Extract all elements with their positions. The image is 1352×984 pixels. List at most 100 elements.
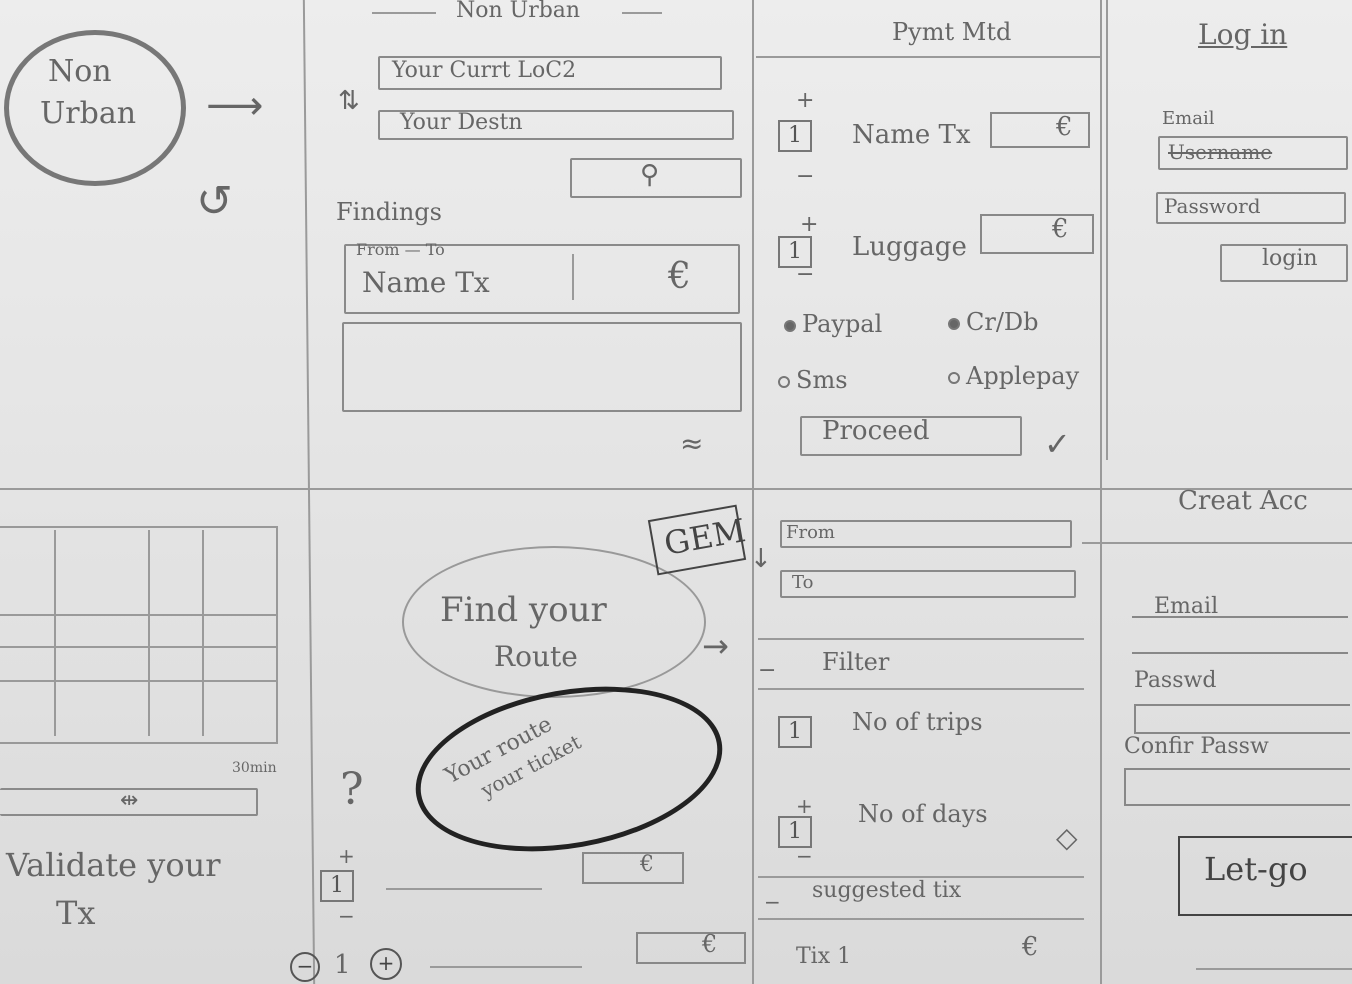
- logo-text: Non: [48, 54, 112, 89]
- page-title: Pymt Mtd: [892, 18, 1012, 46]
- suggested-ticket[interactable]: Tix 1: [796, 944, 852, 969]
- search-button[interactable]: [570, 158, 742, 198]
- validate-text: Validate your: [6, 846, 221, 884]
- divider: [0, 614, 276, 616]
- currency: €: [1056, 112, 1073, 142]
- plus-icon[interactable]: +: [796, 794, 813, 818]
- divider: [0, 646, 276, 648]
- divider: [148, 530, 150, 736]
- divider: [372, 12, 436, 14]
- confirm-password-field[interactable]: [1124, 768, 1350, 806]
- currency: €: [1052, 214, 1069, 244]
- luggage-qty[interactable]: 1: [778, 236, 812, 268]
- result-card[interactable]: [344, 244, 740, 314]
- plus-icon[interactable]: +: [796, 88, 815, 113]
- section-heading: Findings: [336, 198, 442, 226]
- check-icon: ✓: [1044, 425, 1071, 463]
- divider: [758, 688, 1084, 690]
- minus-icon[interactable]: −: [796, 164, 815, 189]
- slider-handle-icon[interactable]: ⇹: [120, 788, 139, 813]
- page-title: Creat Acc: [1178, 486, 1308, 516]
- minus-button[interactable]: −: [290, 952, 320, 982]
- swap-icon[interactable]: ⇅: [338, 86, 360, 116]
- luggage-label: Luggage: [852, 232, 967, 262]
- gem-icon: ◇: [1056, 821, 1078, 854]
- payment-option-card[interactable]: Cr/Db: [948, 308, 1039, 336]
- trips-label: No of trips: [852, 708, 983, 736]
- currency: €: [1022, 932, 1039, 962]
- password-field[interactable]: [1134, 704, 1350, 734]
- divider: [1196, 968, 1352, 970]
- divider: [1106, 0, 1108, 460]
- splash-logo[interactable]: [4, 30, 186, 186]
- proceed-button[interactable]: [800, 416, 1022, 456]
- ticket-label: Name Tx: [852, 120, 971, 150]
- plus-icon[interactable]: +: [338, 844, 355, 868]
- destination-input[interactable]: [378, 110, 734, 140]
- currency: €: [640, 852, 654, 877]
- to-input[interactable]: [780, 570, 1076, 598]
- curved-arrow-icon: ↺: [196, 176, 233, 227]
- quantity[interactable]: 1: [320, 870, 354, 902]
- radio-icon: [778, 376, 790, 388]
- plus-icon[interactable]: +: [800, 212, 819, 237]
- from-input[interactable]: [780, 520, 1072, 548]
- stepper-value: 1: [334, 950, 351, 980]
- submit-button[interactable]: [1178, 836, 1352, 916]
- payment-option-sms[interactable]: Sms: [778, 366, 848, 394]
- luggage-price: [980, 214, 1094, 254]
- bubble-text: Route: [494, 640, 578, 673]
- divider: [758, 638, 1084, 640]
- result-card[interactable]: [342, 322, 742, 412]
- divider: [386, 888, 542, 890]
- ticket-price: [990, 112, 1090, 148]
- days-qty[interactable]: 1: [778, 816, 812, 848]
- divider: [0, 680, 276, 682]
- from-to-label: From — To: [356, 240, 445, 259]
- login-button[interactable]: [1220, 244, 1348, 282]
- field-label: Passwd: [1134, 668, 1217, 693]
- payment-option-paypal[interactable]: Paypal: [784, 310, 882, 338]
- minus-icon[interactable]: −: [796, 844, 813, 868]
- divider: [758, 876, 1084, 878]
- days-label: No of days: [858, 800, 988, 828]
- divider: [0, 488, 1352, 490]
- field-label: Email: [1162, 108, 1215, 129]
- email-field[interactable]: [1132, 616, 1348, 654]
- email-field[interactable]: [1158, 136, 1348, 170]
- bubble-text: Find your: [440, 590, 607, 630]
- divider: [1082, 542, 1352, 544]
- minus-icon[interactable]: −: [796, 262, 815, 287]
- search-icon: ⚲: [640, 160, 660, 190]
- payment-option-applepay[interactable]: Applepay: [948, 362, 1079, 390]
- ticket-qty[interactable]: 1: [778, 120, 812, 152]
- input-placeholder: Your Currt LoC2: [392, 58, 577, 83]
- button-label: login: [1262, 246, 1318, 271]
- input-placeholder: Password: [1164, 194, 1261, 218]
- arrow-down-icon: ↓: [750, 544, 772, 574]
- password-field[interactable]: [1156, 192, 1346, 224]
- arrow-right-icon: →: [702, 627, 729, 665]
- validate-text: Tx: [56, 894, 96, 932]
- section-heading[interactable]: Filter: [822, 648, 890, 676]
- field-label: Confir Passw: [1124, 734, 1269, 759]
- section-heading: suggested tix: [812, 878, 962, 903]
- find-route-bubble[interactable]: [402, 546, 706, 698]
- time-slider[interactable]: [0, 788, 258, 816]
- current-location-input[interactable]: [378, 56, 722, 90]
- minus-icon[interactable]: −: [338, 904, 355, 928]
- help-icon[interactable]: ?: [340, 764, 364, 815]
- page-title: Non Urban: [456, 0, 581, 23]
- radio-icon: [948, 372, 960, 384]
- price-box: [636, 932, 746, 964]
- plus-button[interactable]: +: [370, 948, 402, 980]
- trips-qty[interactable]: 1: [778, 716, 812, 748]
- divider: [54, 530, 56, 736]
- radio-icon: [948, 318, 960, 330]
- divider: [752, 0, 754, 984]
- divider: [430, 966, 582, 968]
- price-box: [582, 852, 684, 884]
- collapse-icon[interactable]: −: [764, 890, 781, 914]
- collapse-icon[interactable]: −: [758, 658, 777, 683]
